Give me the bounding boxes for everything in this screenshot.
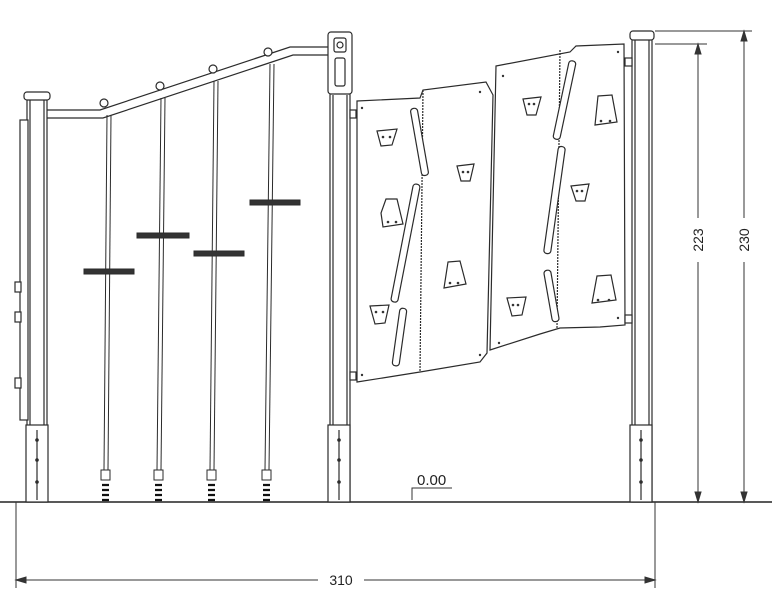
overall-height-dimension: [655, 29, 752, 504]
ground-level-marker: [411, 487, 452, 500]
inner-height-dimension: [655, 42, 707, 504]
width-dimension: [14, 502, 657, 588]
left-post: [14, 91, 51, 503]
top-rail: [47, 46, 332, 119]
overall-height-label: 230: [736, 228, 752, 252]
rope-1: [83, 114, 135, 502]
rope-2: [136, 97, 190, 502]
ground-level-label: 0.00: [417, 472, 446, 489]
inner-height-label: 223: [690, 228, 706, 252]
right-post: [624, 30, 655, 503]
overall-width-label: 310: [329, 572, 353, 588]
rope-3: [193, 80, 245, 502]
rope-4: [249, 63, 301, 502]
ropes: [83, 63, 301, 502]
middle-post: [327, 31, 357, 503]
climbing-panel: [356, 43, 626, 383]
